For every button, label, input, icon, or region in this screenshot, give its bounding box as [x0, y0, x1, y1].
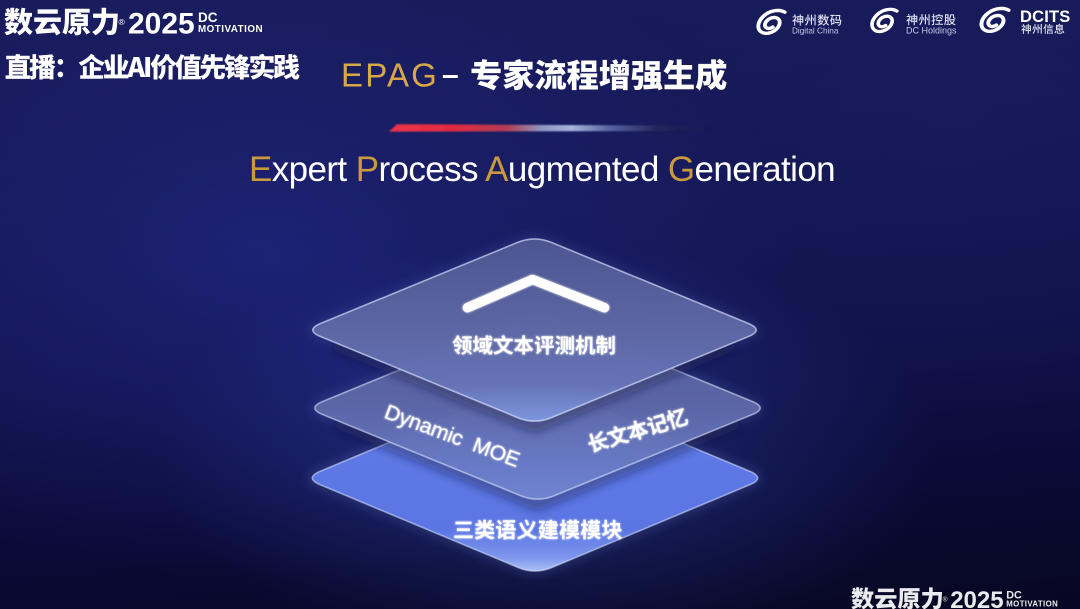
svg-text:Expert Process Augmented Gener: Expert Process Augmented Generation — [249, 150, 835, 189]
svg-text:MOTIVATION: MOTIVATION — [198, 24, 263, 35]
svg-text:–: – — [442, 59, 459, 92]
svg-text:Digital China: Digital China — [792, 27, 839, 36]
svg-text:DC Holdings: DC Holdings — [906, 26, 957, 36]
svg-text:EPAG: EPAG — [341, 57, 439, 94]
svg-text:DC: DC — [198, 10, 218, 25]
svg-text:®: ® — [119, 17, 126, 27]
svg-text:DCITS: DCITS — [1020, 8, 1071, 26]
svg-text:2025: 2025 — [128, 7, 195, 40]
